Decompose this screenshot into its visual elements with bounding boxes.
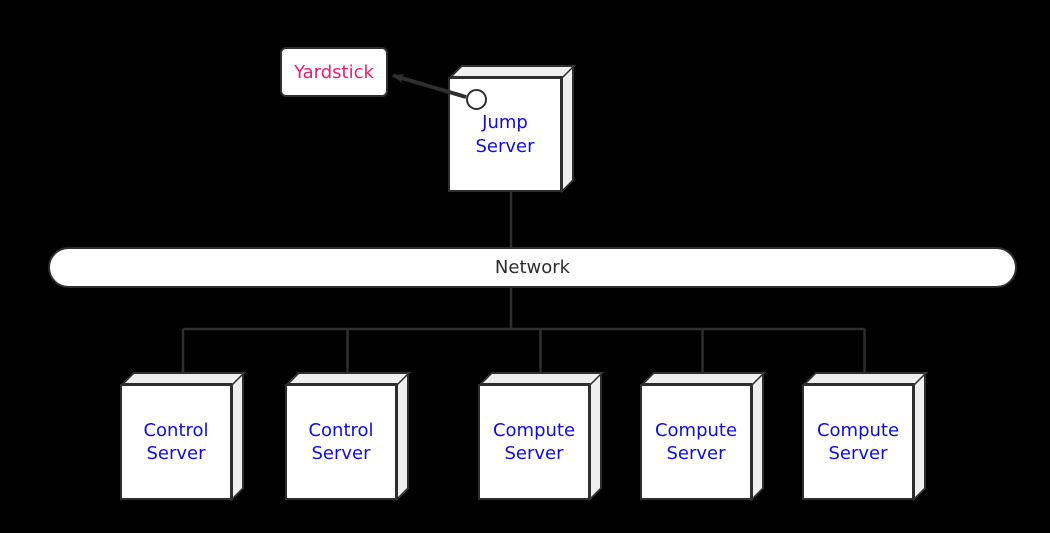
node-front-face: Control Server — [285, 384, 397, 500]
node-side-face — [396, 372, 409, 501]
jump-server-front-face: Jump Server — [448, 77, 562, 192]
control-server-2-label: Control Server — [308, 419, 374, 464]
node-front-face: Compute Server — [478, 384, 590, 500]
yardstick-label: Yardstick — [294, 61, 374, 83]
node-side-face — [751, 372, 764, 501]
node-yardstick: Yardstick — [280, 47, 388, 97]
control-server-1-label: Control Server — [143, 419, 209, 464]
node-network: Network — [48, 247, 1017, 288]
provided-interface-lollipop-icon — [466, 89, 487, 110]
jump-server-side-face — [561, 65, 574, 193]
node-compute-server-2: Compute Server — [640, 372, 766, 501]
node-control-server-2: Control Server — [285, 372, 411, 501]
node-side-face — [589, 372, 602, 501]
node-front-face: Control Server — [120, 384, 232, 500]
node-jump-server: Jump Server — [448, 65, 576, 193]
compute-server-2-label: Compute Server — [654, 419, 738, 464]
node-control-server-1: Control Server — [120, 372, 246, 501]
compute-server-3-label: Compute Server — [816, 419, 900, 464]
node-front-face: Compute Server — [640, 384, 752, 500]
node-compute-server-1: Compute Server — [478, 372, 604, 501]
compute-server-1-label: Compute Server — [492, 419, 576, 464]
node-compute-server-3: Compute Server — [802, 372, 928, 501]
node-side-face — [913, 372, 926, 501]
node-side-face — [231, 372, 244, 501]
node-front-face: Compute Server — [802, 384, 914, 500]
jump-server-label: Jump Server — [475, 112, 535, 157]
network-label: Network — [494, 257, 571, 278]
